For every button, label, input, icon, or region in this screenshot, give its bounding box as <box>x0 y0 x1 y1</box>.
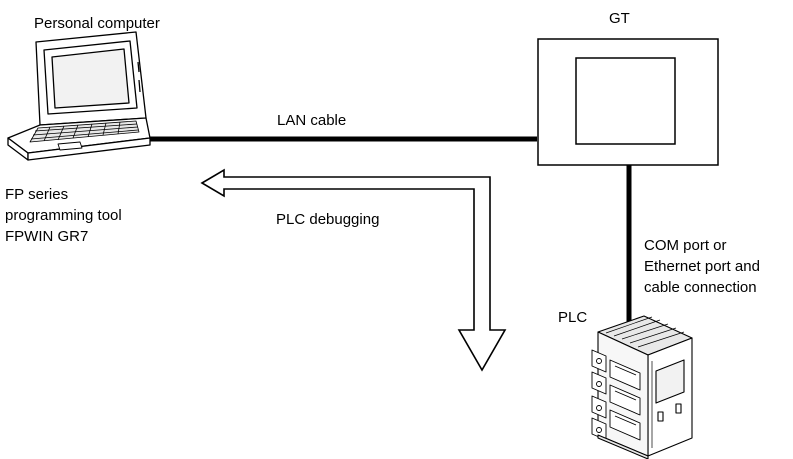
plc-unit-icon <box>591 315 693 459</box>
com-label-line2: Ethernet port and <box>644 258 760 275</box>
laptop-icon <box>7 31 151 161</box>
com-label-line3: cable connection <box>644 279 757 296</box>
gt-label: GT <box>609 10 630 27</box>
tool-label-line3: FPWIN GR7 <box>5 228 89 245</box>
com-label-line1: COM port or <box>644 237 727 254</box>
plc-label: PLC <box>558 309 588 326</box>
personal-computer-label: Personal computer <box>34 15 160 32</box>
lan-cable-label: LAN cable <box>277 112 347 129</box>
tool-label-line1: FP series <box>5 186 69 203</box>
tool-label-line2: programming tool <box>5 207 122 224</box>
gt-touch-panel-icon <box>537 38 719 166</box>
plc-debugging-label: PLC debugging <box>276 211 380 228</box>
debug-flow-arrow <box>200 168 507 372</box>
